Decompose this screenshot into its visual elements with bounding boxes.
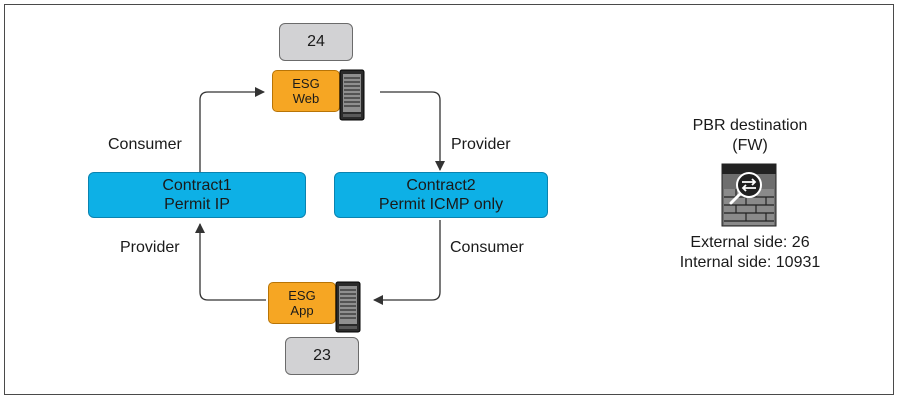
pbr-subtitle: (FW) <box>732 137 768 154</box>
esg-app-node[interactable]: ESG App <box>268 282 336 324</box>
esg-web-node[interactable]: ESG Web <box>272 70 340 112</box>
contract1-line2: Permit IP <box>164 196 230 213</box>
pbr-external-side: External side: 26 <box>690 234 810 251</box>
edge-web-to-contract2 <box>380 91 445 171</box>
edge-app-to-contract1 <box>195 223 266 301</box>
edge-contract2-to-app <box>373 220 441 305</box>
esg-app-line1: ESG <box>288 288 316 303</box>
edge-label-consumer-bottom: Consumer <box>450 239 524 256</box>
esg-web-line1: ESG <box>292 76 320 91</box>
firewall-icon <box>721 163 777 227</box>
contract1-node[interactable]: Contract1 Permit IP <box>88 172 306 218</box>
esg-app-badge: 23 <box>285 337 359 375</box>
esg-web-line2: Web <box>292 91 320 106</box>
server-rack-icon <box>335 281 361 333</box>
contract2-node[interactable]: Contract2 Permit ICMP only <box>334 172 548 218</box>
contract2-line1: Contract2 <box>406 177 476 194</box>
edge-label-provider-bottom: Provider <box>120 239 180 256</box>
pbr-internal-side: Internal side: 10931 <box>679 254 821 271</box>
edge-label-consumer-top: Consumer <box>108 136 182 153</box>
esg-web-badge: 24 <box>279 23 353 61</box>
diagram-frame <box>4 4 894 395</box>
edge-label-provider-top: Provider <box>451 136 511 153</box>
pbr-title: PBR destination <box>692 117 808 134</box>
edge-contract1-to-web <box>199 87 265 172</box>
contract1-line1: Contract1 <box>162 177 232 194</box>
esg-app-line2: App <box>290 303 314 318</box>
contract2-line2: Permit ICMP only <box>378 196 504 213</box>
server-rack-icon <box>339 69 365 121</box>
